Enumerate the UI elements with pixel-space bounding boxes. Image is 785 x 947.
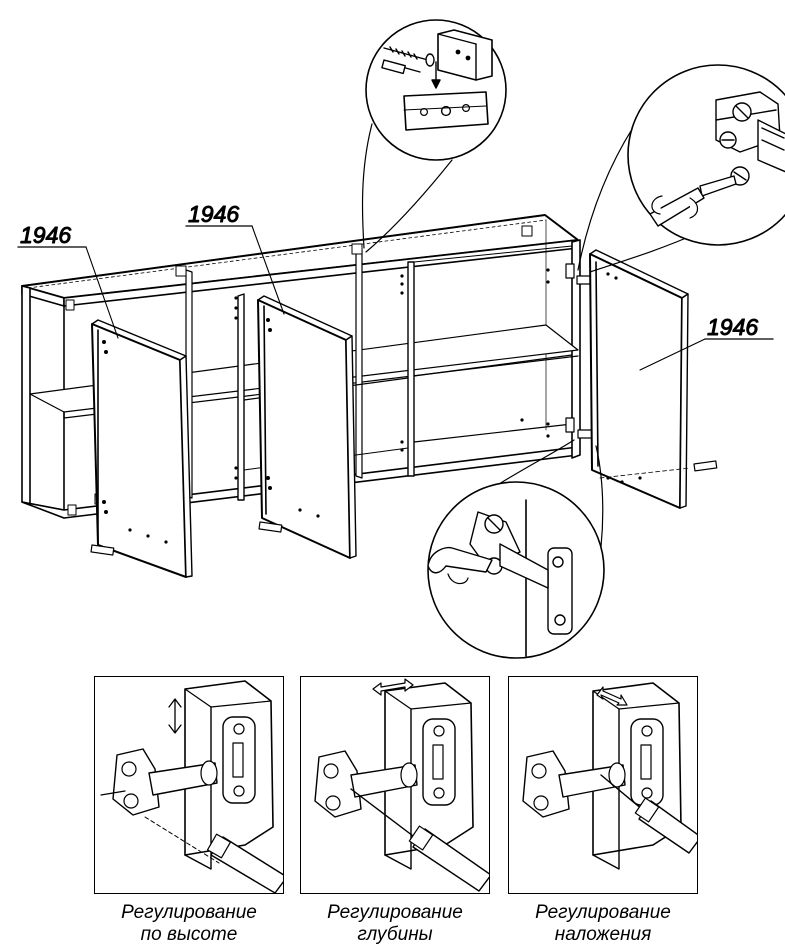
caption-depth: Регулирование глубины	[295, 902, 495, 946]
caption-overlay-line1: Регулирование	[535, 902, 671, 923]
part-labels	[17, 225, 774, 371]
cabinet-body	[21, 214, 599, 519]
door-middle-label: 1946	[188, 201, 239, 227]
panel-overlay-adjustment	[508, 676, 698, 894]
caption-overlay-line2: наложения	[554, 924, 652, 945]
panel-height-adjustment	[94, 676, 284, 894]
door-middle	[257, 295, 357, 559]
door-right	[589, 249, 718, 509]
cabinet-assembly-drawing: 1946 1946 1946	[17, 19, 785, 659]
door-right-label: 1946	[707, 314, 758, 340]
caption-height-line2: по высоте	[140, 924, 238, 945]
height-adjust-drawing	[100, 680, 283, 893]
door-left-label: 1946	[20, 222, 71, 248]
overlay-adjust-drawing	[522, 682, 697, 870]
caption-depth-line1: Регулирование	[327, 902, 463, 923]
caption-overlay: Регулирование наложения	[503, 902, 703, 946]
caption-height: Регулирование по высоте	[89, 902, 289, 946]
callout-hinge-adjust	[427, 439, 605, 659]
depth-adjust-drawing	[314, 678, 489, 892]
panel-depth-adjustment	[300, 676, 490, 894]
callout-hinge-screw	[577, 64, 785, 273]
caption-height-line1: Регулирование	[121, 902, 257, 923]
caption-depth-line2: глубины	[357, 924, 433, 945]
door-left	[90, 319, 193, 578]
callout-wall-bracket	[361, 19, 507, 253]
